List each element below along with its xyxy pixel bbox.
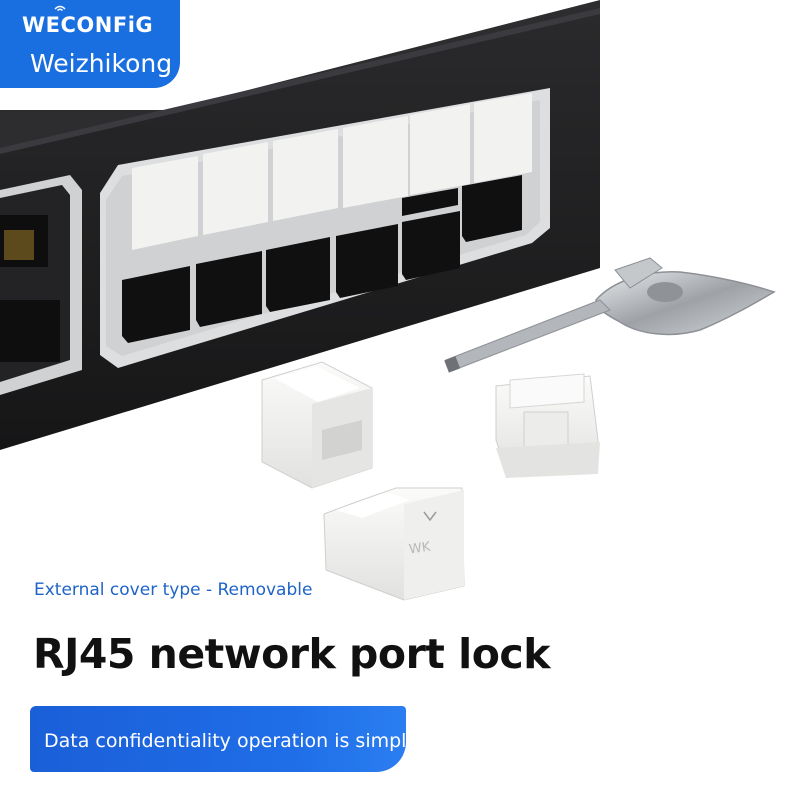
tagline-banner: Data confidentiality operation is simple bbox=[30, 706, 406, 772]
switch-edge-highlight bbox=[0, 8, 600, 154]
key-shaft bbox=[445, 299, 611, 371]
product-subtitle: External cover type - Removable bbox=[34, 580, 313, 600]
installed-cover bbox=[343, 116, 408, 208]
port-panel bbox=[100, 88, 550, 368]
brand-name: Weizhikong bbox=[30, 49, 173, 78]
product-title: RJ45 network port lock bbox=[33, 630, 550, 678]
installed-covers bbox=[132, 93, 532, 250]
brand-badge: WECONFiG Weizhikong bbox=[0, 0, 180, 88]
installed-cover bbox=[410, 104, 470, 195]
key-hole bbox=[647, 282, 683, 302]
installed-cover bbox=[203, 142, 268, 235]
installed-cover bbox=[474, 93, 532, 183]
rj45-port bbox=[336, 224, 398, 298]
tagline-text: Data confidentiality operation is simple bbox=[44, 730, 406, 752]
brand-logo-text: WECONFiG bbox=[22, 13, 154, 37]
loose-cover-front: WK bbox=[323, 487, 465, 601]
key-handle bbox=[595, 271, 776, 336]
installed-cover bbox=[273, 129, 338, 221]
rj45-port bbox=[462, 175, 522, 242]
rj45-port bbox=[122, 266, 190, 343]
installed-cover bbox=[132, 156, 198, 250]
loose-cover-right bbox=[495, 373, 600, 478]
rj45-ports bbox=[122, 175, 522, 343]
wifi-icon bbox=[54, 5, 66, 12]
unlock-key bbox=[444, 257, 776, 373]
loose-cover-left bbox=[261, 361, 373, 489]
rj45-port bbox=[402, 188, 458, 216]
rj45-port bbox=[402, 211, 460, 280]
rj45-port bbox=[196, 251, 262, 327]
rj45-port bbox=[266, 237, 330, 312]
left-port-panel bbox=[0, 175, 82, 395]
switch-top-face bbox=[0, 0, 600, 150]
cap-marking: WK bbox=[408, 540, 432, 558]
